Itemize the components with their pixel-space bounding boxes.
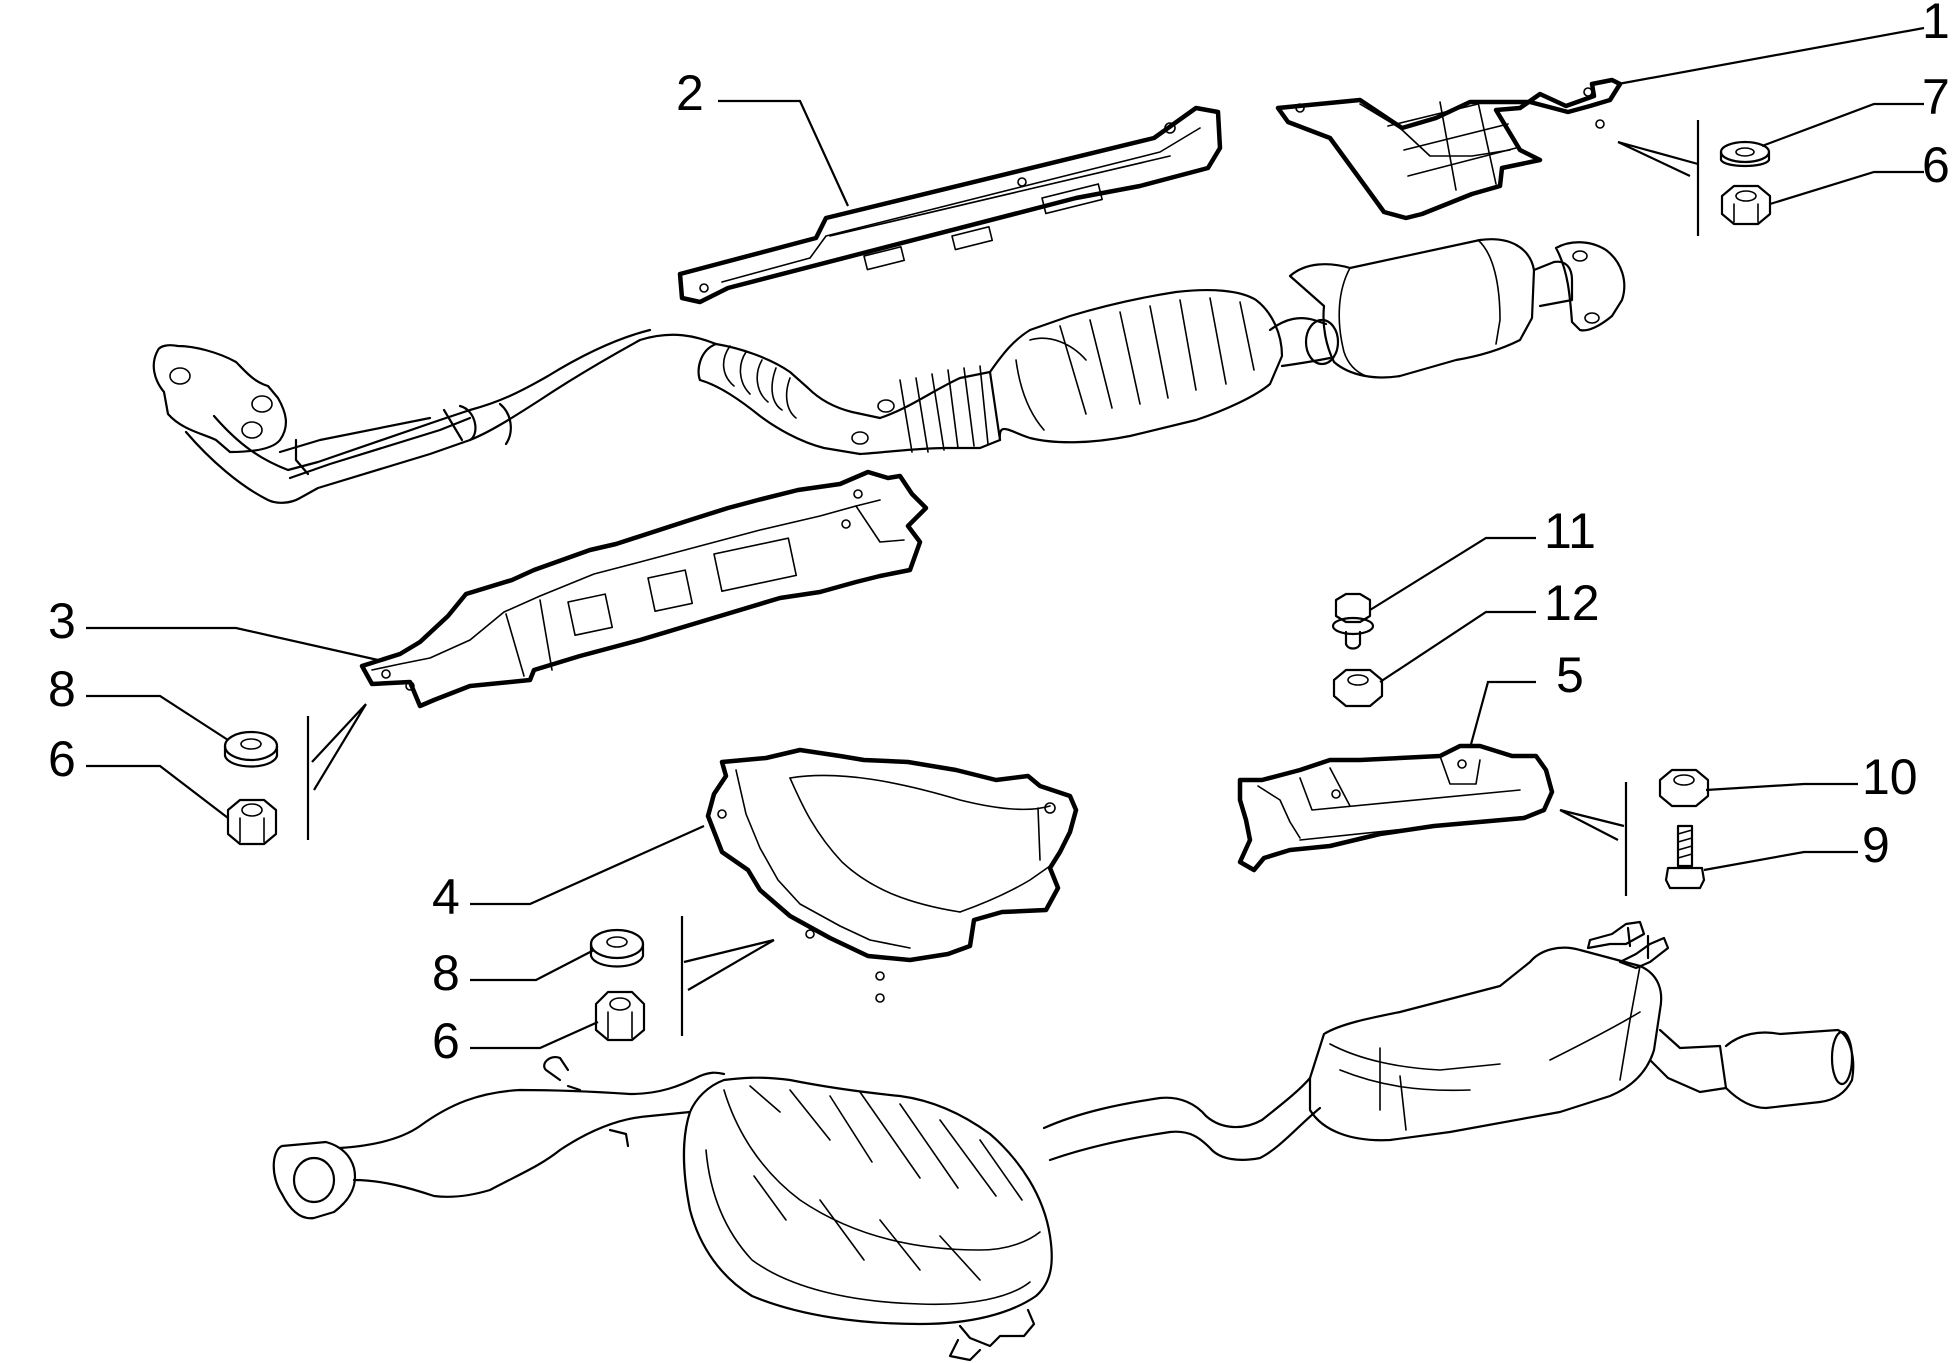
heat-shield-part-5: [1237, 743, 1555, 873]
heat-shield-part-2: [677, 105, 1223, 305]
nut-part-6-left: [226, 798, 278, 846]
washer-part-8-middle: [589, 928, 645, 968]
callout-8-middle: 8: [432, 945, 460, 1001]
bolt-part-9: [1664, 824, 1706, 890]
callout-4: 4: [432, 869, 460, 925]
washer-part-7: [1719, 140, 1771, 168]
front-pipe-catalytic-converter: [152, 238, 1626, 504]
nut-part-6-middle: [594, 990, 646, 1042]
callout-1: 1: [1922, 0, 1950, 49]
callout-numbers: 1 2 7 6 3 8 6 4 8 6 11 12 5 10 9: [48, 0, 1950, 1069]
callout-3: 3: [48, 593, 76, 649]
rear-exhaust-muffler: [272, 920, 1855, 1362]
bolt-part-11: [1331, 592, 1375, 650]
callout-5: 5: [1556, 647, 1584, 703]
leader-lines: [86, 26, 1925, 1050]
callout-6-top: 6: [1922, 137, 1950, 193]
callout-2: 2: [676, 65, 704, 121]
heat-shield-part-4: [705, 747, 1079, 1003]
callout-11: 11: [1544, 503, 1596, 559]
callout-6-left: 6: [48, 731, 76, 787]
callout-7: 7: [1922, 69, 1950, 125]
callout-12: 12: [1544, 575, 1600, 631]
callout-9: 9: [1862, 817, 1890, 873]
nut-part-10: [1658, 768, 1710, 808]
heat-shield-part-3: [359, 469, 929, 709]
callout-6-middle: 6: [432, 1013, 460, 1069]
washer-part-8-left: [223, 730, 279, 768]
hardware-parts: [223, 140, 1772, 1042]
callout-10: 10: [1862, 749, 1918, 805]
nut-part-6-top: [1720, 184, 1772, 226]
callout-8-left: 8: [48, 661, 76, 717]
nut-part-12: [1332, 668, 1384, 708]
heat-shield-part-1: [1275, 77, 1623, 221]
